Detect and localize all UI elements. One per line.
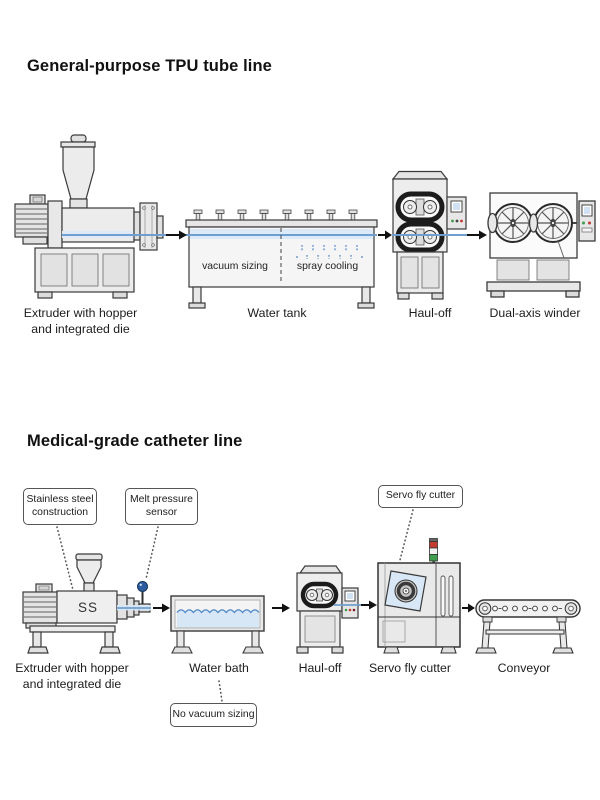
leader-sensor <box>145 526 159 580</box>
flow-arrow <box>272 603 290 613</box>
machine-frame <box>27 625 121 654</box>
flow-arrows-line1 <box>166 230 487 240</box>
flow-arrow <box>361 600 377 610</box>
hauloff1-graphic <box>391 170 467 300</box>
hopper-icon <box>75 553 103 593</box>
line1-title: General-purpose TPU tube line <box>27 57 272 75</box>
conveyor-graphic <box>475 599 581 654</box>
control-panel <box>446 196 467 230</box>
flow-arrow <box>462 603 475 613</box>
leader-cutter <box>399 509 414 561</box>
flow-arrow <box>467 230 487 240</box>
water-bath-graphic <box>170 595 265 654</box>
winder-wheel-left <box>493 203 533 243</box>
label-water-bath: Water bath <box>189 661 249 675</box>
label-hauloff-line1: Haul-off <box>408 306 452 320</box>
spray-droplets-icon <box>296 245 363 259</box>
caterpillar-track-lower <box>395 221 445 253</box>
callout-no-vacuum-sizing: No vacuum sizing <box>170 703 257 727</box>
flow-arrow <box>378 230 392 240</box>
melt-pressure-sensor-icon <box>137 581 148 604</box>
die-flange <box>133 202 164 251</box>
callout-stainless-steel: Stainless steel construction <box>23 488 97 525</box>
label-hauloff-line2: Haul-off <box>298 661 342 675</box>
belt-rollers <box>492 605 562 612</box>
tpu-extruder-graphic <box>14 134 166 299</box>
stack-light-icon <box>429 538 438 564</box>
flow-arrow <box>166 230 187 240</box>
label-extruder-line1: Extruder with hopper and integrated die <box>23 306 138 336</box>
callout-servo-fly-cutter: Servo fly cutter <box>378 485 463 508</box>
water-tank-graphic <box>185 209 378 309</box>
label-servo-cutter: Servo fly cutter <box>368 661 451 675</box>
gearbox <box>47 200 63 249</box>
flow-arrow <box>153 603 170 613</box>
caterpillar-track <box>300 581 339 609</box>
water-fill <box>177 609 259 628</box>
callout-melt-pressure-sensor: Melt pressure sensor <box>125 488 198 525</box>
barrel-marking-ss: SS <box>77 600 98 615</box>
line2-title: Medical-grade catheter line <box>27 432 243 450</box>
label-winder: Dual-axis winder <box>489 306 581 320</box>
flow-arrows-line2 <box>153 600 475 613</box>
control-panel <box>341 587 359 619</box>
winder-graphic <box>486 192 596 298</box>
cutter-blade-icon <box>394 579 418 603</box>
viewing-window <box>384 570 427 612</box>
motor-icon <box>14 194 49 245</box>
water-wave-line <box>176 609 260 614</box>
label-conveyor: Conveyor <box>497 661 551 675</box>
leader-no-vacuum <box>218 680 223 702</box>
leader-stainless <box>56 526 74 591</box>
motor-icon <box>22 583 58 629</box>
hopper-icon <box>60 134 96 209</box>
label-extruder-line2: Extruder with hopper and integrated die <box>15 661 129 691</box>
medical-extruder-graphic <box>22 553 151 654</box>
vent-slots <box>440 575 454 617</box>
control-panel <box>578 200 596 242</box>
label-water-tank: Water tank <box>247 306 307 320</box>
hauloff2-graphic <box>296 565 361 654</box>
winder-wheel-right <box>533 203 573 243</box>
callout-leader-lines <box>56 509 414 702</box>
tank-zone-vacuum-sizing: vacuum sizing <box>202 261 268 272</box>
base-cabinet <box>34 247 135 299</box>
caterpillar-track-upper <box>395 191 445 223</box>
tank-zone-spray-cooling: spray cooling <box>296 261 359 272</box>
tank-ports <box>193 209 358 221</box>
servo-cutter-graphic <box>377 538 461 654</box>
